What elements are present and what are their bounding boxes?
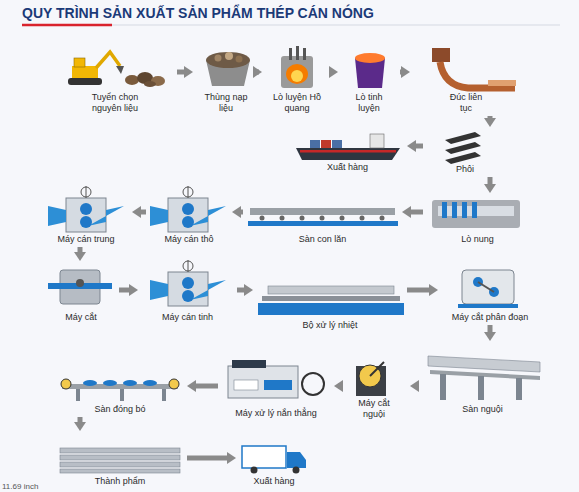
flow-arrow [484,116,496,127]
process-step: Máy cắt [45,262,117,324]
flow-arrow [132,206,146,218]
step-label: Lò tinh luyện [345,92,393,114]
step-label: Máy cắt [56,312,106,323]
step-label: Máy cán tinh [153,312,223,323]
step-label: Máy cắt phân đoạn [443,312,538,323]
page-note: 11.69 inch [2,482,38,491]
process-step: Lò tinh luyện [340,46,398,115]
flow-arrow [253,66,262,78]
process-step: Máy xử lý nắn thẳng [220,356,332,420]
step-label: Phôi [445,164,485,175]
step-label: Thành phẩm [85,476,155,487]
process-step: Phôi [425,128,505,176]
process-step: Lò nung [425,194,530,246]
flow-arrow [119,284,138,296]
flow-arrow [410,380,419,392]
process-step: Bộ xử lý nhiệt [255,276,405,332]
step-label: Xuất hàng [318,162,378,173]
diagram-title: QUY TRÌNH SẢN XUẤT SẢN PHẨM THÉP CÁN NÓN… [22,5,374,21]
process-step: Sàn nguội [420,342,545,416]
flow-arrow [400,66,410,78]
process-step: Máy cắt nguội [340,356,408,421]
step-label: Máy cán thô [154,234,224,245]
process-step: Xuất hàng [290,128,405,174]
process-step: Máy cán trung [42,190,130,246]
step-label: Lò luyện Hồ quang [271,92,323,114]
process-step: Máy cán tinh [140,262,235,324]
step-label: Bộ xử lý nhiệt [285,320,375,331]
flow-arrow [484,325,496,341]
step-label: Lò nung [448,234,508,245]
step-label: Sàn con lăn [283,234,363,245]
step-label: Sàn nguội [453,404,513,415]
process-step: Máy cắt phân đoạn [440,262,540,324]
step-label: Máy cắt nguội [349,398,399,420]
flow-arrow [402,206,423,218]
flow-arrow [187,380,218,392]
flow-arrow [329,66,338,78]
flow-arrow [484,177,496,193]
flow-arrow [232,206,243,218]
flow-arrow [407,140,423,152]
flow-arrow [334,380,343,392]
step-label: Xuất hàng [247,476,302,487]
process-step: Xuất hàng [238,432,310,488]
flow-arrow [74,417,86,431]
process-step: Sàn đóng bó [55,370,185,416]
flow-arrow [237,284,253,296]
process-step: Thành phẩm [55,432,185,488]
process-step: Tuyển chọn nguyên liệu [55,46,175,115]
process-step: Lò luyện Hồ quang [264,46,330,115]
process-step: Đúc liên tục [412,46,520,115]
process-step: Máy cán thô [148,190,230,246]
flow-arrow [187,452,236,464]
step-label: Sàn đóng bó [85,404,155,415]
step-label: Máy xử lý nắn thẳng [224,408,329,419]
flow-arrow [407,284,438,296]
flow-arrow [74,247,86,261]
process-step: Sàn con lăn [245,194,400,246]
step-label: Thùng nạp liệu [202,92,250,114]
flow-arrow [177,66,193,78]
step-label: Đúc liên tục [444,92,488,114]
process-step: Thùng nạp liệu [195,46,257,115]
step-label: Tuyển chọn nguyên liệu [85,92,145,114]
step-label: Máy cán trung [49,234,124,245]
